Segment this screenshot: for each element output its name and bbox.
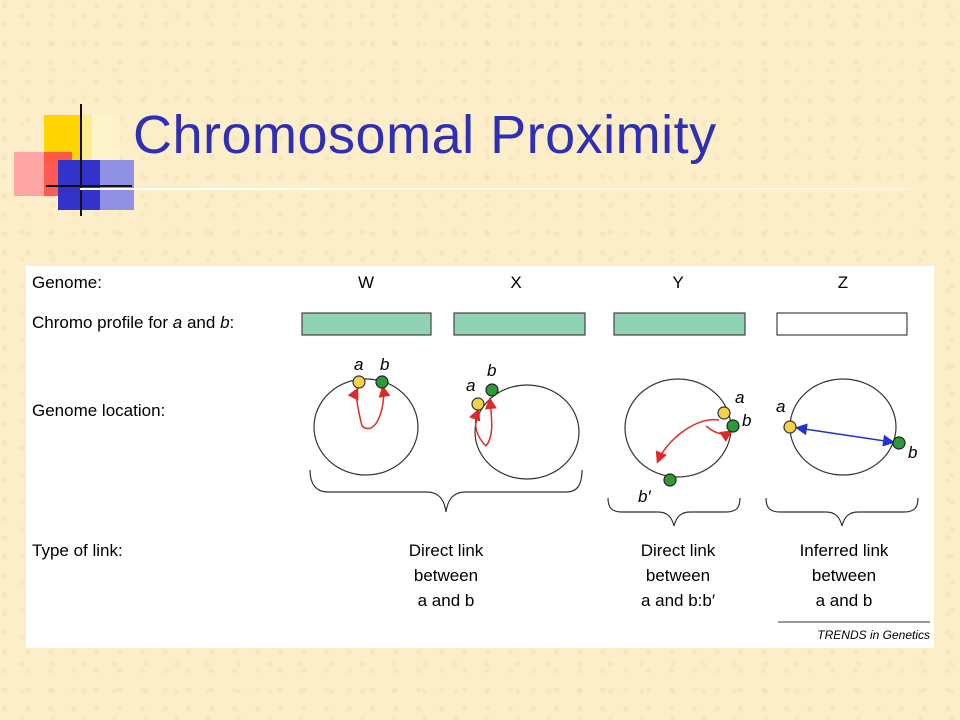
- link-text-direct-wx: Direct link between a and b: [409, 541, 484, 610]
- gene-label-b-prime-y: b′: [638, 487, 651, 506]
- title-underline: [80, 188, 910, 190]
- gene-b-x: [485, 383, 499, 397]
- svg-text:a and b: a and b: [816, 591, 873, 610]
- gene-b-prime-y: [663, 473, 677, 487]
- gene-label-b-z: b: [908, 443, 917, 462]
- genome-label-z: Z: [838, 273, 848, 292]
- gene-b-z: [892, 436, 906, 450]
- brace-wx: [309, 469, 583, 513]
- genome-y-circle-group: a b b′: [624, 378, 751, 506]
- profile-bar-y: [613, 312, 746, 336]
- brace-z: [765, 497, 919, 527]
- gene-label-a-w: a: [354, 355, 363, 374]
- svg-text:between: between: [414, 566, 478, 585]
- slide-title: Chromosomal Proximity: [133, 105, 717, 165]
- genome-x-circle-group: a b: [466, 361, 580, 480]
- svg-text:between: between: [812, 566, 876, 585]
- brace-y: [607, 497, 741, 527]
- svg-text:a and b:b′: a and b:b′: [641, 591, 715, 610]
- gene-a-w: [352, 375, 366, 389]
- svg-text:between: between: [646, 566, 710, 585]
- gene-a-y: [717, 406, 731, 420]
- link-text-inferred-z: Inferred link between a and b: [800, 541, 889, 610]
- genome-label-x: X: [510, 273, 521, 292]
- genome-label-w: W: [358, 273, 374, 292]
- row-label-type-of-link: Type of link:: [32, 541, 123, 560]
- gene-label-b-x: b: [487, 361, 496, 380]
- chromosomal-proximity-figure: Genome: Chromo profile for a and b: Geno…: [26, 266, 934, 648]
- genome-w-circle: [313, 378, 419, 476]
- genome-x-circle: [474, 384, 580, 480]
- genome-z-circle-group: a b: [776, 378, 917, 476]
- gene-a-z: [783, 420, 797, 434]
- row-label-chromo-profile: Chromo profile for a and b:: [32, 313, 234, 332]
- svg-text:a and b: a and b: [418, 591, 475, 610]
- profile-bar-z: [776, 312, 908, 336]
- link-text-direct-y: Direct link between a and b:b′: [641, 541, 716, 610]
- svg-text:Direct link: Direct link: [409, 541, 484, 560]
- profile-bar-x: [453, 312, 586, 336]
- gene-a-x: [471, 397, 485, 411]
- profile-bar-w: [301, 312, 432, 336]
- svg-text:Inferred link: Inferred link: [800, 541, 889, 560]
- gene-label-a-x: a: [466, 376, 475, 395]
- gene-label-a-y: a: [735, 388, 744, 407]
- gene-b-y: [726, 419, 740, 433]
- genome-label-y: Y: [672, 273, 683, 292]
- gene-b-w: [375, 375, 389, 389]
- svg-text:Direct link: Direct link: [641, 541, 716, 560]
- gene-label-a-z: a: [776, 397, 785, 416]
- row-label-genome: Genome:: [32, 273, 102, 292]
- gene-label-b-y: b: [742, 411, 751, 430]
- slide-logo: [14, 104, 134, 216]
- row-label-genome-location: Genome location:: [32, 401, 165, 420]
- figure-credit: TRENDS in Genetics: [817, 628, 930, 642]
- genome-w-circle-group: a b: [313, 355, 419, 476]
- gene-label-b-w: b: [380, 355, 389, 374]
